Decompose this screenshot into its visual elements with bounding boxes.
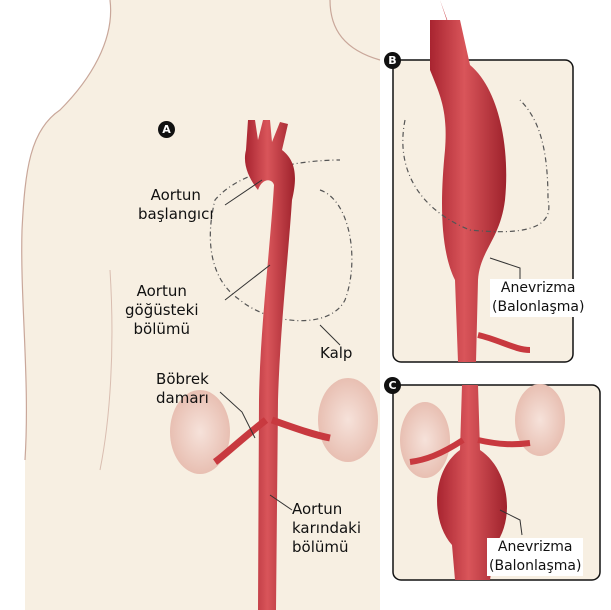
abdominal-aorta-label: Aortun karındaki bölümü (292, 500, 361, 557)
right-kidney (318, 378, 378, 462)
panel-c-badge: C (384, 377, 401, 394)
aneurysm-b (430, 20, 507, 362)
label-line: bölümü (292, 538, 349, 556)
thoracic-aorta-label: Aortun göğüsteki bölümü (125, 282, 199, 339)
label-line: Aortun (136, 282, 187, 300)
aneurysm-b-label: Anevrizma (Balonlaşma) (490, 279, 587, 317)
heart-label: Kalp (320, 344, 353, 362)
label-line: göğüsteki (125, 301, 199, 319)
aortic-root-label: Aortun başlangıcı (138, 186, 214, 224)
label-line: Böbrek (156, 370, 209, 388)
label-line: (Balonlaşma) (492, 299, 585, 315)
left-kidney (170, 390, 230, 474)
panel-b-badge: B (384, 52, 401, 69)
torso-silhouette (21, 0, 380, 610)
label-line: Anevrizma (500, 280, 576, 296)
renal-artery-label: Böbrek damarı (156, 370, 209, 408)
label-line: Aortun (150, 186, 201, 204)
label-line: karındaki (292, 519, 362, 537)
aneurysm-c-label: Anevrizma (Balonlaşma) (487, 538, 584, 576)
label-line: (Balonlaşma) (489, 558, 582, 574)
aorta (244, 120, 295, 610)
label-line: bölümü (133, 320, 191, 338)
label-line: Anevrizma (497, 539, 573, 555)
label-line: Aortun (292, 500, 343, 518)
panel-a-badge: A (158, 121, 175, 138)
label-line: başlangıcı (138, 205, 214, 223)
label-line: damarı (156, 389, 209, 407)
